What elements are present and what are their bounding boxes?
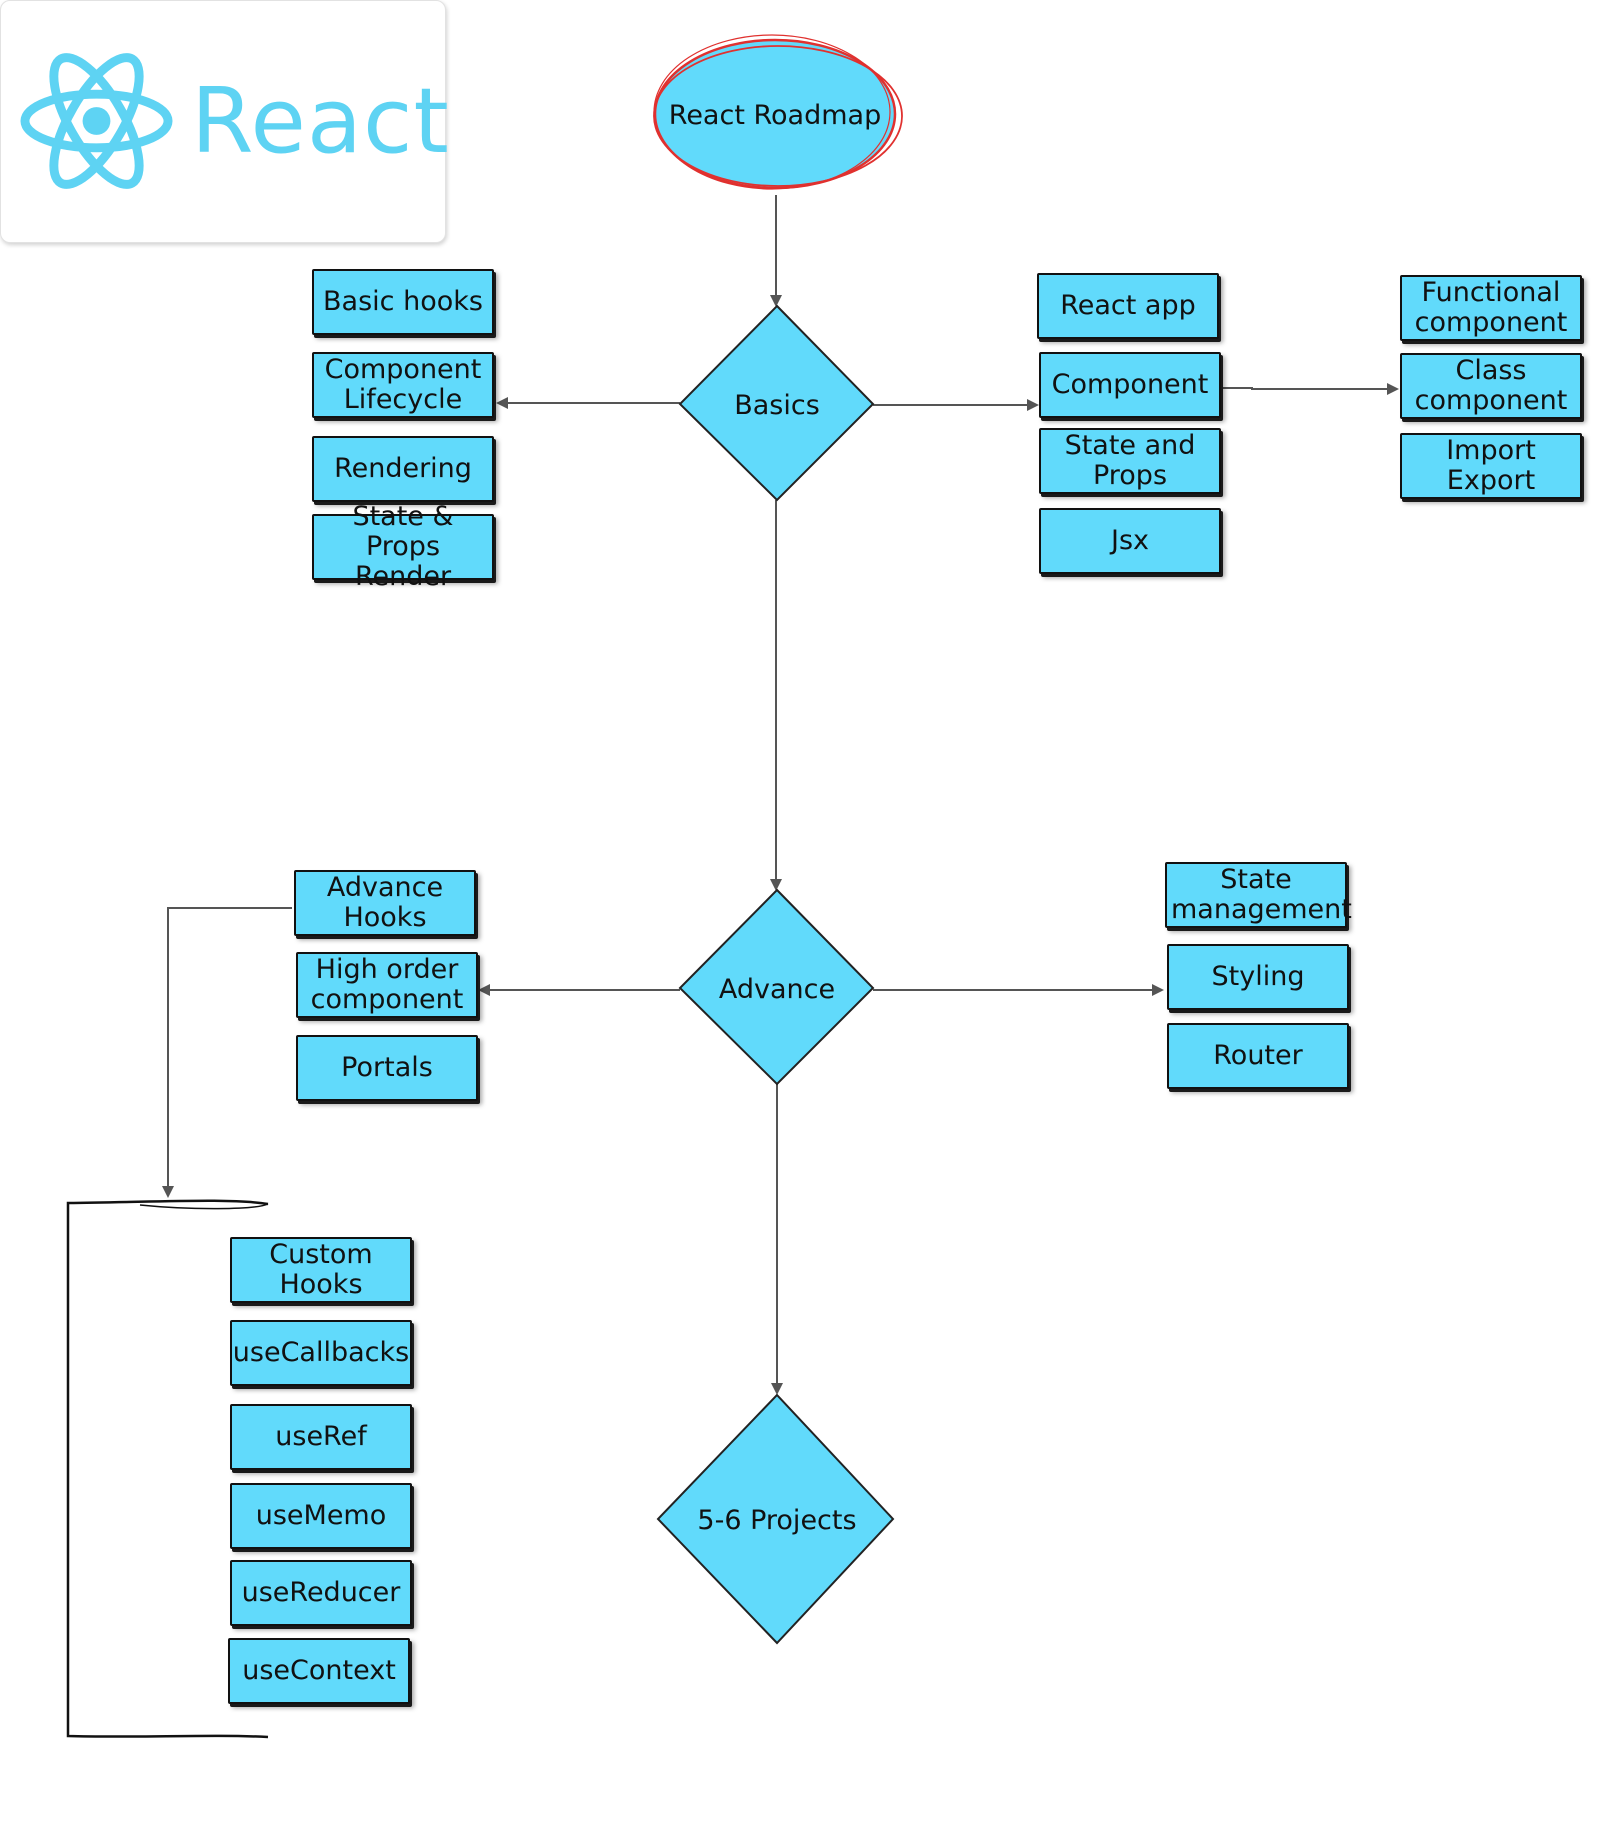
box-react-app: React app <box>1037 273 1219 339</box>
box-usereducer: useReducer <box>230 1560 412 1626</box>
box-useref: useRef <box>230 1404 412 1470</box>
basics-label: Basics <box>734 390 820 421</box>
box-functional-component: Functional component <box>1400 275 1582 341</box>
edge-hooks-to-bracket <box>162 907 292 1198</box>
advance-label: Advance <box>719 974 835 1005</box>
basics-decision: Basics <box>678 304 875 502</box>
box-component: Component <box>1039 352 1221 418</box>
box-router: Router <box>1167 1023 1349 1089</box>
box-state-and-props: State and Props <box>1039 428 1221 494</box>
box-usecontext: useContext <box>228 1638 410 1704</box>
box-import-export: Import Export <box>1400 433 1582 499</box>
box-custom-hooks: Custom Hooks <box>230 1237 412 1303</box>
box-advance-hooks: Advance Hooks <box>294 870 476 936</box>
box-component-lifecycle: Component Lifecycle <box>312 352 494 418</box>
start-label: React Roadmap <box>669 100 881 131</box>
projects-decision: 5-6 Projects <box>656 1393 895 1645</box>
box-state-management: State management <box>1165 862 1352 928</box>
projects-label: 5-6 Projects <box>697 1505 856 1536</box>
hooks-bracket <box>66 1199 269 1739</box>
box-high-order-component: High order component <box>296 952 478 1018</box>
box-portals: Portals <box>296 1035 478 1101</box>
box-styling: Styling <box>1167 944 1349 1010</box>
box-usecallbacks: useCallbacks <box>230 1320 412 1386</box>
box-usememo: useMemo <box>230 1483 412 1549</box>
edge-component-to-types <box>1222 383 1399 395</box>
box-rendering: Rendering <box>312 436 494 502</box>
react-logo-wordmark: React <box>191 69 450 174</box>
box-jsx: Jsx <box>1039 508 1221 574</box>
react-atom-icon <box>20 53 173 189</box>
box-class-component: Class component <box>1400 353 1582 419</box>
start-node: React Roadmap <box>653 34 903 190</box>
react-logo-card: React <box>0 0 449 243</box>
box-state-props-render: State & Props Render <box>312 502 494 591</box>
box-basic-hooks: Basic hooks <box>312 269 494 335</box>
advance-decision: Advance <box>678 888 875 1086</box>
